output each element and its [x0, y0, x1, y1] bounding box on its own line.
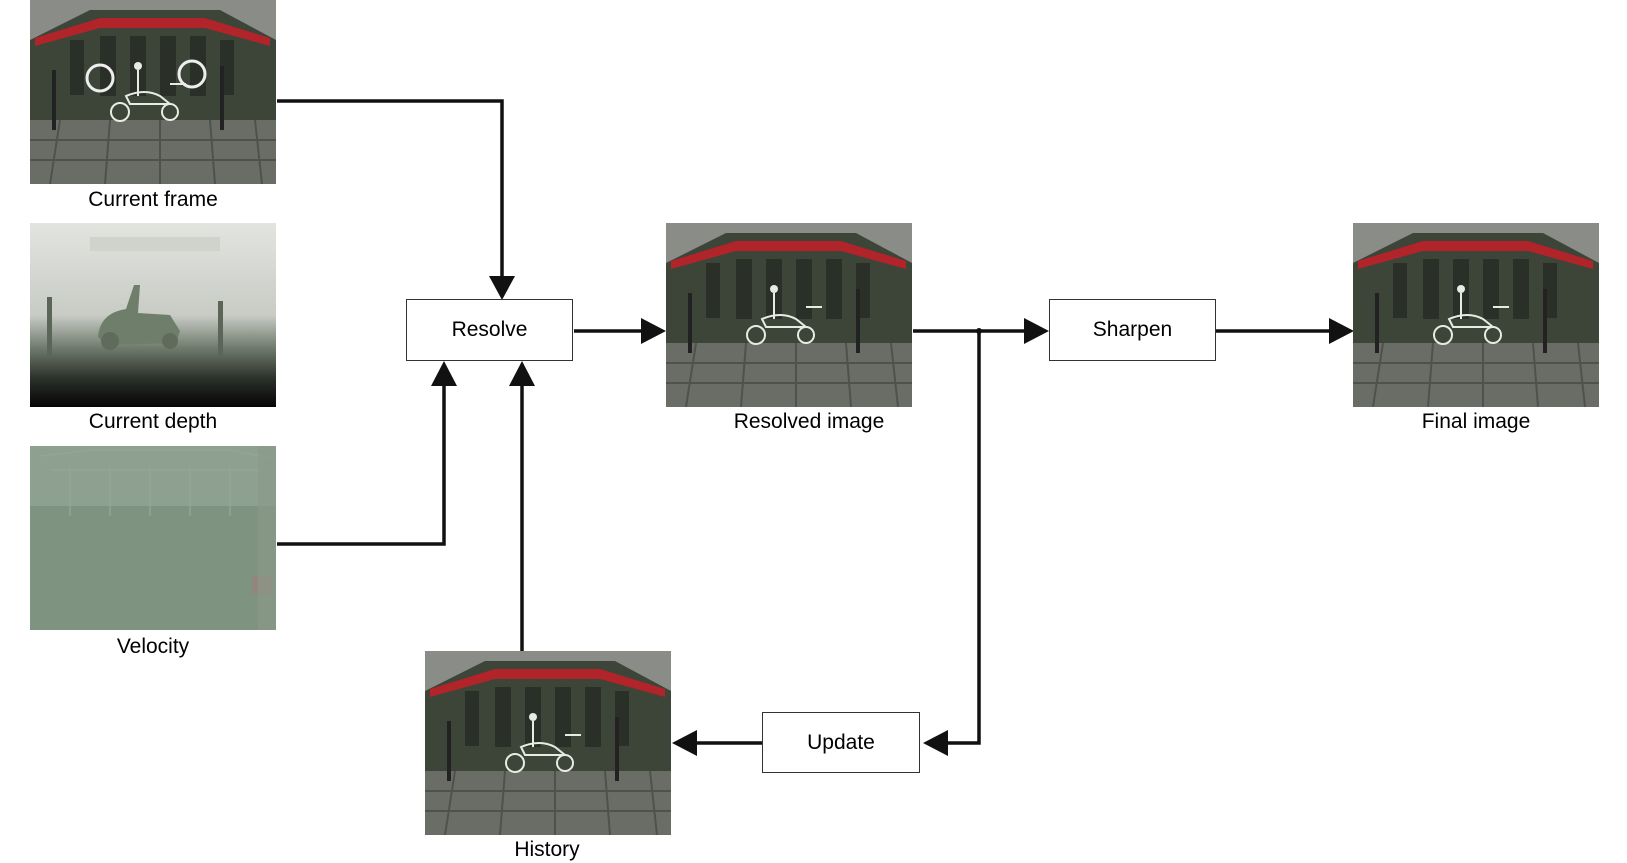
resolve-step: Resolve — [406, 299, 573, 361]
final-image — [1353, 223, 1599, 407]
update-step: Update — [762, 712, 920, 773]
arrow-velocity-to-resolve — [277, 366, 446, 546]
current-depth-label: Current depth — [88, 410, 218, 433]
current-frame-label: Current frame — [88, 188, 218, 211]
velocity-label: Velocity — [116, 635, 190, 658]
history-image — [425, 651, 671, 835]
history-label: History — [514, 838, 580, 861]
resolved-image — [666, 223, 912, 407]
arrow-current-frame-to-resolve — [277, 99, 504, 296]
branch-junction — [976, 328, 982, 334]
arrow-branch-to-update — [941, 331, 981, 745]
sharpen-step: Sharpen — [1049, 299, 1216, 361]
current-frame-image — [30, 0, 276, 184]
final-image-label: Final image — [1421, 410, 1531, 433]
resolved-image-label: Resolved image — [733, 410, 885, 433]
velocity-image — [30, 446, 276, 630]
current-depth-image — [30, 223, 276, 407]
